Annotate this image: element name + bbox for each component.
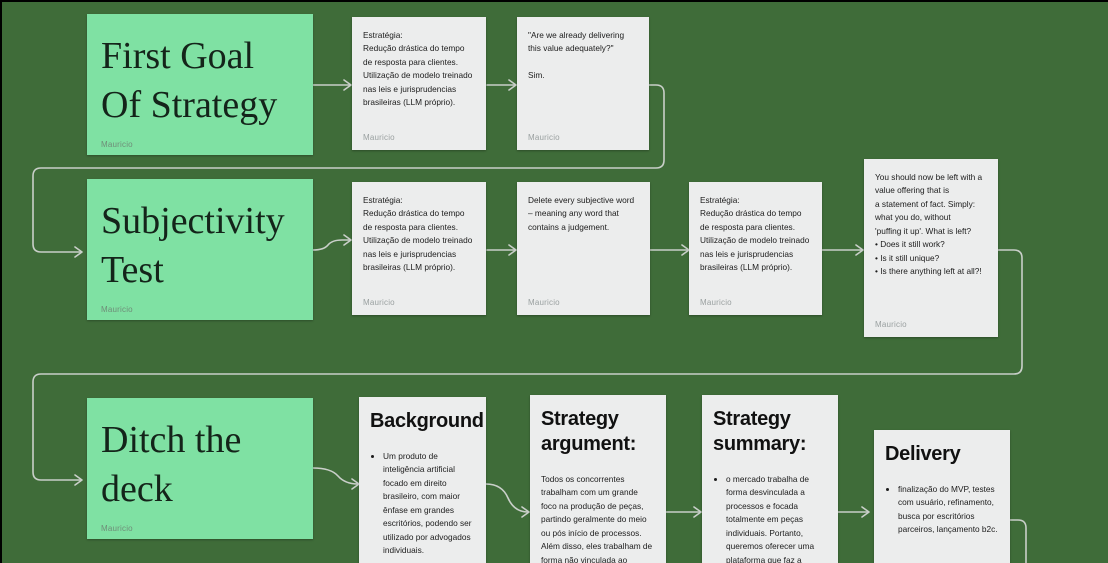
note-text: Delete every subjective word – meaning a… bbox=[528, 195, 635, 232]
note-heading: Background bbox=[370, 410, 484, 432]
card-author: Mauricio bbox=[101, 524, 133, 533]
note-text: "Are we already delivering this value ad… bbox=[528, 30, 625, 81]
note-heading: Delivery bbox=[885, 443, 961, 465]
arrowhead-row3-title bbox=[74, 474, 83, 486]
connector-r3-n1-to-n2 bbox=[485, 483, 529, 513]
card-author: Mauricio bbox=[101, 305, 133, 314]
note-bullet: finalização do MVP, testes com usuário, … bbox=[898, 483, 999, 537]
note-text: Todos os concorrentes trabalham com um g… bbox=[541, 474, 653, 563]
arrowhead-r2-n2 bbox=[508, 244, 517, 256]
note-body: Delete every subjective word – meaning a… bbox=[528, 194, 639, 295]
note-card-r2-n4[interactable]: You should now be left with a value offe… bbox=[864, 159, 998, 337]
arrowhead-r1-n1 bbox=[343, 79, 352, 91]
connector-r3-title-to-n1 bbox=[312, 467, 359, 485]
note-body: Um produto de inteligência artificial fo… bbox=[370, 450, 475, 563]
card-author: Mauricio bbox=[363, 133, 395, 142]
title-card-text: First Goal Of Strategy bbox=[101, 35, 278, 126]
note-bullet: o mercado trabalha de forma desvinculada… bbox=[726, 473, 827, 563]
title-card-text: Ditch the deck bbox=[101, 419, 242, 510]
card-author: Mauricio bbox=[875, 320, 907, 329]
connector-row3-out bbox=[1009, 519, 1027, 563]
title-card-subjectivity-test[interactable]: Subjectivity Test Mauricio bbox=[87, 179, 313, 320]
arrowhead-r2-n4 bbox=[855, 244, 864, 256]
note-body: o mercado trabalha de forma desvinculada… bbox=[713, 473, 827, 563]
note-text: Estratégia: Redução drástica do tempo de… bbox=[363, 30, 473, 108]
note-text: Estratégia: Redução drástica do tempo de… bbox=[363, 195, 473, 273]
note-body: Estratégia: Redução drástica do tempo de… bbox=[363, 29, 475, 130]
note-card-r1-n1[interactable]: Estratégia: Redução drástica do tempo de… bbox=[352, 17, 486, 150]
note-card-r1-n2[interactable]: "Are we already delivering this value ad… bbox=[517, 17, 649, 150]
note-bullet-list: o mercado trabalha de forma desvinculada… bbox=[713, 473, 827, 563]
card-author: Mauricio bbox=[528, 133, 560, 142]
arrowhead-r3-n3 bbox=[693, 506, 702, 518]
card-author: Mauricio bbox=[363, 298, 395, 307]
note-bullet: Um produto de inteligência artificial fo… bbox=[383, 450, 475, 558]
note-bullet-list: finalização do MVP, testes com usuário, … bbox=[885, 483, 999, 537]
note-text: You should now be left with a value offe… bbox=[875, 172, 983, 277]
note-card-r3-strategy-summary[interactable]: Strategy summary: o mercado trabalha de … bbox=[702, 395, 838, 563]
card-author: Mauricio bbox=[700, 298, 732, 307]
note-body: Todos os concorrentes trabalham com um g… bbox=[541, 473, 655, 563]
note-card-r3-background[interactable]: Background Um produto de inteligência ar… bbox=[359, 397, 486, 563]
card-author: Mauricio bbox=[528, 298, 560, 307]
connector-r2-title-to-n1 bbox=[312, 239, 351, 251]
title-card-ditch-the-deck[interactable]: Ditch the deck Mauricio bbox=[87, 398, 313, 539]
note-heading: Strategy summary: bbox=[713, 408, 807, 455]
note-body: finalização do MVP, testes com usuário, … bbox=[885, 483, 999, 563]
note-body: Estratégia: Redução drástica do tempo de… bbox=[363, 194, 475, 295]
title-card-text: Subjectivity Test bbox=[101, 200, 285, 291]
note-card-r2-n2[interactable]: Delete every subjective word – meaning a… bbox=[517, 182, 650, 315]
arrowhead-r3-n2 bbox=[521, 506, 530, 518]
note-card-r3-delivery[interactable]: Delivery finalização do MVP, testes com … bbox=[874, 430, 1010, 563]
note-text: Estratégia: Redução drástica do tempo de… bbox=[700, 195, 810, 273]
note-card-r2-n3[interactable]: Estratégia: Redução drástica do tempo de… bbox=[689, 182, 822, 315]
arrowhead-r2-n1 bbox=[343, 234, 352, 246]
arrowhead-row2-title bbox=[74, 246, 83, 258]
arrowhead-r1-n2 bbox=[508, 79, 517, 91]
note-card-r3-strategy-argument[interactable]: Strategy argument: Todos os concorrentes… bbox=[530, 395, 666, 563]
note-bullet-list: Um produto de inteligência artificial fo… bbox=[370, 450, 475, 558]
note-card-r2-n1[interactable]: Estratégia: Redução drástica do tempo de… bbox=[352, 182, 486, 315]
arrowhead-r3-n4 bbox=[861, 506, 870, 518]
note-body: Estratégia: Redução drástica do tempo de… bbox=[700, 194, 811, 295]
card-author: Mauricio bbox=[101, 140, 133, 149]
note-body: You should now be left with a value offe… bbox=[875, 171, 987, 317]
note-body: "Are we already delivering this value ad… bbox=[528, 29, 638, 130]
note-heading: Strategy argument: bbox=[541, 408, 637, 455]
arrowhead-r3-n1 bbox=[351, 478, 360, 490]
title-card-first-goal[interactable]: First Goal Of Strategy Mauricio bbox=[87, 14, 313, 155]
arrowhead-r2-n3 bbox=[681, 244, 690, 256]
